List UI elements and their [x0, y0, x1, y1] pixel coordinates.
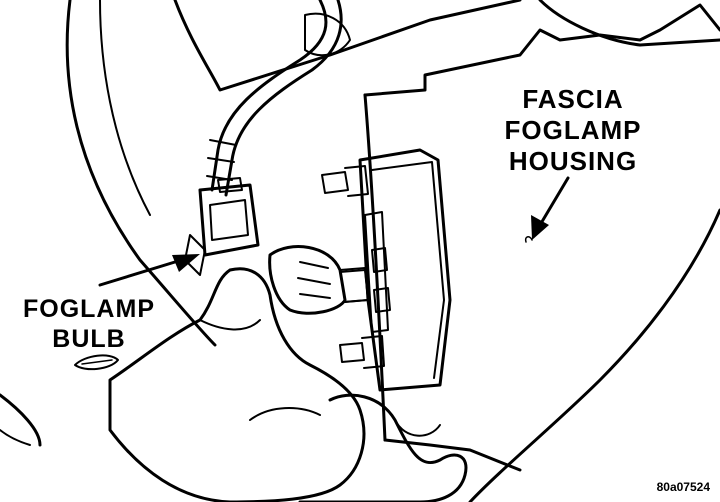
hand-knuckle: [249, 407, 321, 421]
bolt-middle: [339, 267, 369, 303]
connector-body: [198, 183, 260, 257]
bulb-socket-ribs: [297, 261, 331, 299]
housing-left-wall: [363, 93, 387, 442]
lamp-clip-2: [373, 287, 391, 313]
bulb-leader-line: [98, 256, 190, 287]
fascia-label-line-1: FASCIA: [522, 84, 624, 114]
housing-opening: [363, 3, 720, 97]
harness-wrap-2: [207, 157, 235, 163]
connector-tab: [217, 177, 243, 193]
lamp-clip-1: [371, 247, 388, 273]
lower-hand: [298, 393, 468, 502]
connector-latch: [209, 199, 249, 241]
connector-clip: [184, 234, 206, 276]
harness-wrap-1: [209, 139, 237, 146]
fascia-label-line-2: FOGLAMP: [504, 115, 642, 145]
grille-detail: [74, 354, 119, 371]
grille-detail-lines: [81, 359, 113, 365]
upper-panel-right: [538, 0, 720, 47]
foglamp-bulb-label: FOGLAMP BULB: [14, 294, 164, 354]
housing-leader-arrowhead: [531, 215, 549, 240]
harness-wire-1: [210, 0, 328, 192]
fascia-lower-curve: [0, 393, 42, 447]
fascia-label-line-3: HOUSING: [508, 146, 638, 176]
lamp-lens-line: [371, 161, 445, 379]
bulb-label-line-1: FOGLAMP: [23, 295, 155, 323]
bolt-bottom: [339, 335, 385, 369]
fascia-edge-left: [65, 0, 217, 347]
hand-finger: [199, 319, 261, 331]
bulb-label-line-2: BULB: [52, 325, 126, 353]
bulb-leader-arrowhead: [172, 254, 200, 272]
harness-sleeve: [304, 12, 351, 57]
figure-code: 80a07524: [656, 480, 710, 494]
housing-leader-tail: [524, 236, 533, 243]
lower-hand-finger: [394, 419, 441, 437]
upper-panel: [173, 0, 522, 92]
bulb-socket: [268, 245, 347, 315]
fascia-foglamp-housing-label: FASCIA FOGLAMP HOUSING: [488, 84, 658, 177]
fascia-edge-left-inner: [99, 0, 151, 216]
housing-leader-line: [538, 176, 570, 227]
fascia-lower-curve-2: [0, 429, 31, 446]
bolt-top: [321, 165, 369, 197]
lamp-inner-edge: [364, 211, 389, 333]
housing-right-curve: [468, 208, 720, 502]
